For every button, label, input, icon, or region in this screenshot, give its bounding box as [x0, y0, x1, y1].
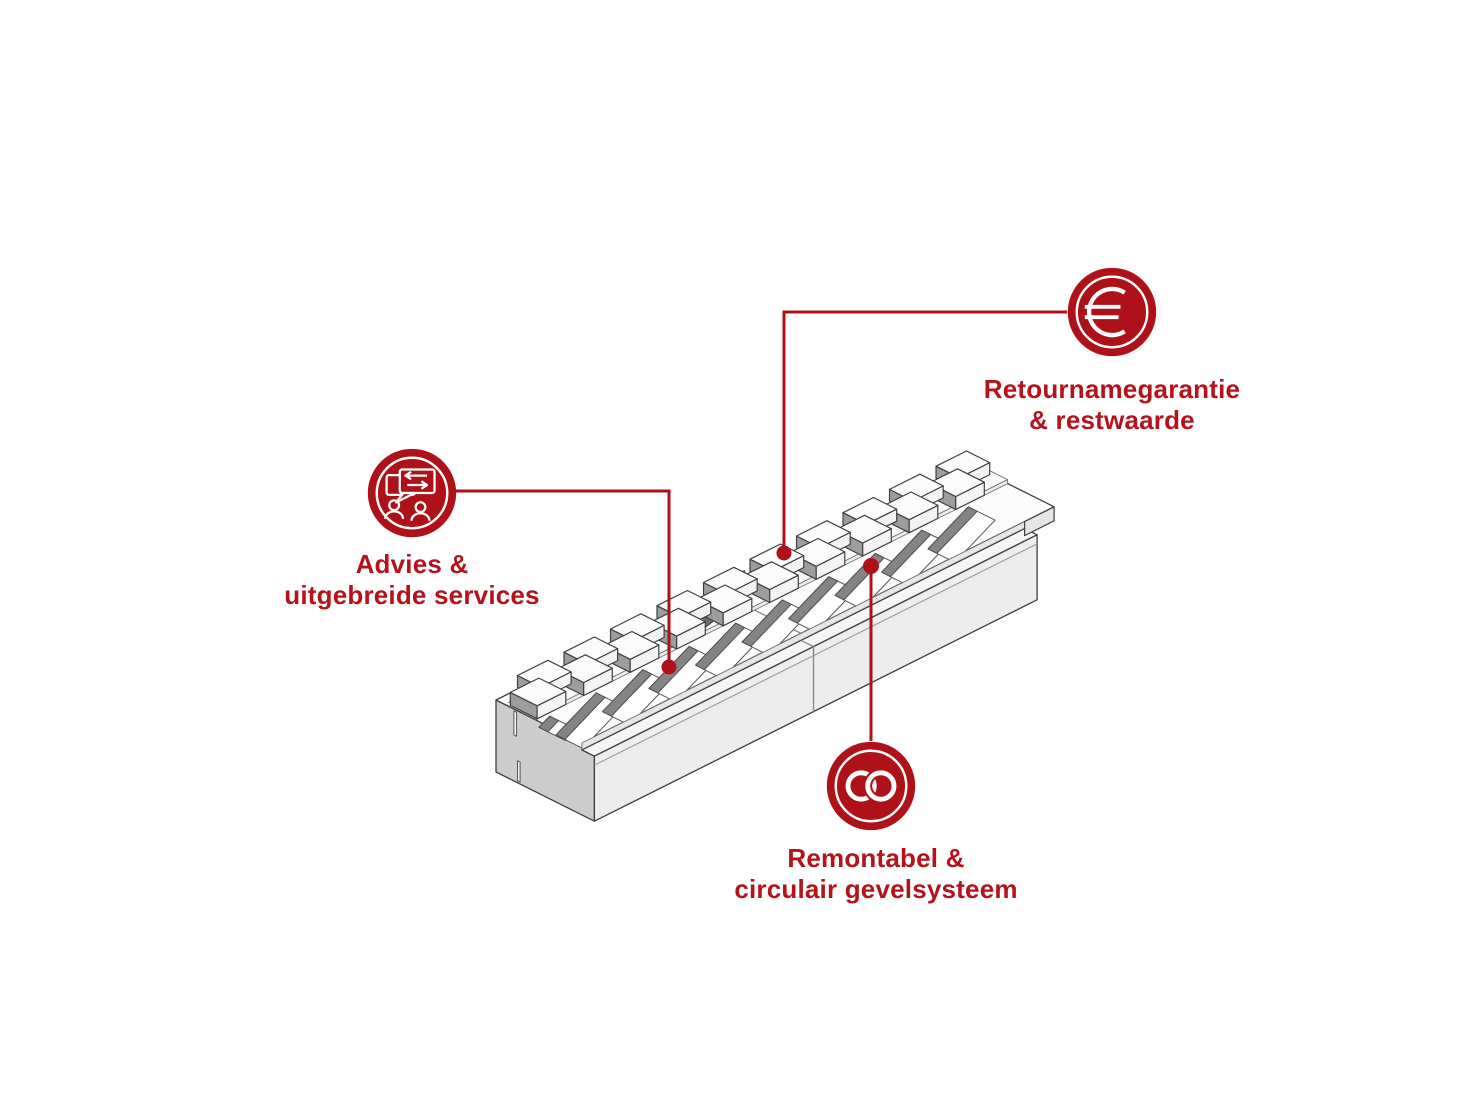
connector-retourname: [776, 310, 1067, 561]
leader-dot: [863, 558, 879, 574]
icon-ring: [1075, 275, 1149, 349]
dialogue-exchange-icon: [367, 448, 457, 538]
connector-advies: [456, 489, 677, 675]
euro-icon: [1067, 267, 1157, 357]
callout-label-retourname: Retournamegarantie & restwaarde: [902, 374, 1322, 436]
icon-ring: [834, 749, 908, 823]
euro-glyph: [1084, 286, 1126, 338]
callout-label-line: Retournamegarantie: [983, 374, 1241, 404]
callout-label-remontabel: Remontabel & circulair gevelsysteem: [666, 843, 1086, 905]
leader-dot: [661, 659, 677, 675]
prefab-lintel-beam: [495, 450, 1055, 822]
callout-label-line: Advies &: [355, 549, 469, 579]
icon-ring: [375, 456, 449, 530]
callout-label-advies: Advies & uitgebreide services: [202, 549, 622, 611]
connector-remontabel: [863, 558, 879, 741]
callout-label-line: uitgebreide services: [284, 580, 540, 610]
leader-dot: [776, 545, 792, 561]
callout-label-line: & restwaarde: [1029, 405, 1195, 435]
callout-label-line: circulair gevelsysteem: [734, 874, 1018, 904]
chain-links-glyph: [845, 768, 899, 804]
callout-label-line: Remontabel &: [787, 843, 965, 873]
chain-links-icon: [826, 741, 916, 831]
icon-background: [1067, 267, 1157, 357]
dialogue-exchange-glyph: [384, 468, 436, 521]
